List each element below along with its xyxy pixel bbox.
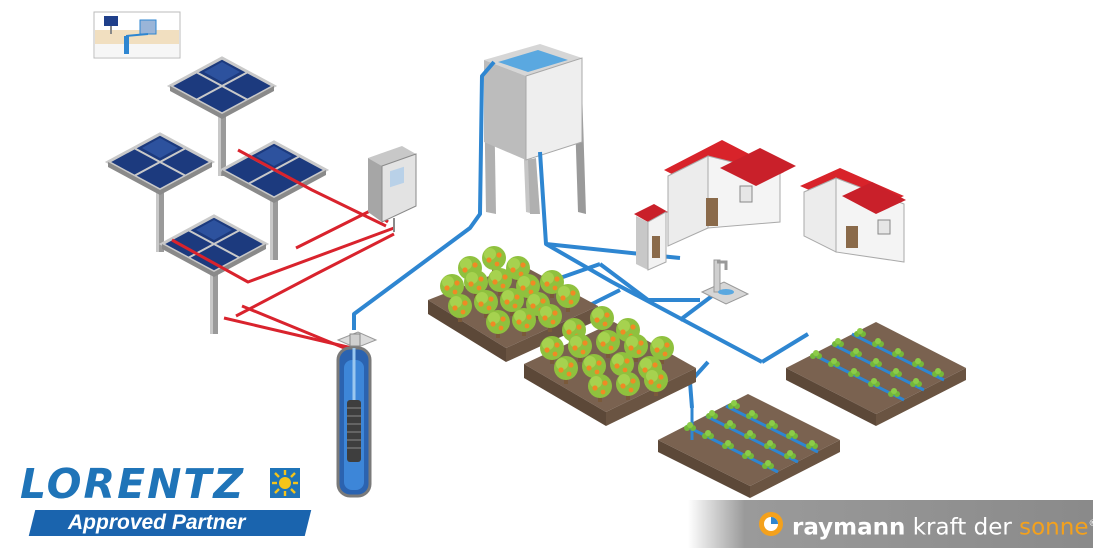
raymann-name: raymann <box>792 514 906 541</box>
raymann-slogan-accent: sonne <box>1019 514 1089 541</box>
partner-tagline: Approved Partner <box>68 511 246 534</box>
pump-controller-box <box>368 146 417 232</box>
raymann-slogan-text: kraft der <box>905 514 1020 541</box>
raymann-banner: raymann kraft der sonne® <box>688 500 1093 548</box>
thumbnail-diagram <box>93 11 181 59</box>
sun-logo-icon <box>270 468 300 498</box>
raymann-slogan: raymann kraft der sonne® <box>792 509 1093 543</box>
borehole-pump <box>336 331 378 498</box>
orchard-plot <box>524 306 696 426</box>
raymann-sun-logo-icon <box>759 512 783 536</box>
lorentz-approved-partner-logo: LORENTZ Approved Partner <box>18 460 312 542</box>
house-group <box>634 140 906 271</box>
solar-panel <box>160 214 268 336</box>
lorentz-brand-name: LORENTZ <box>20 460 246 508</box>
water-tap <box>700 259 750 305</box>
registered-mark: ® <box>1088 519 1093 529</box>
water-tower <box>484 44 586 214</box>
crop-field <box>786 322 966 426</box>
partner-banner: Approved Partner <box>28 510 312 536</box>
solar-panel-array <box>106 56 328 336</box>
power-cables <box>171 148 395 354</box>
crop-field <box>658 394 840 498</box>
